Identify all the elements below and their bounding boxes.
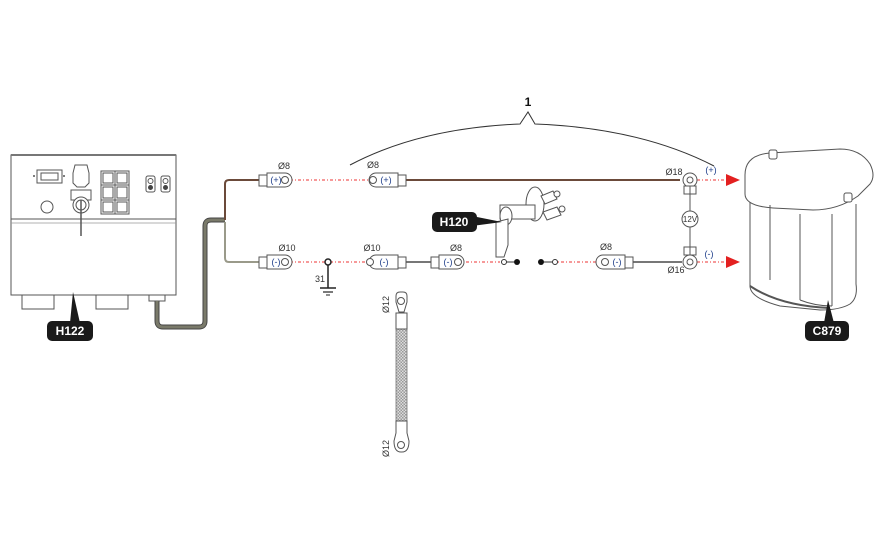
svg-text:Ø18: Ø18 xyxy=(665,167,682,177)
terminal-neg-2: (-) Ø10 xyxy=(363,243,407,270)
disconnect-switch xyxy=(495,186,566,258)
tag-h122: H122 xyxy=(47,292,93,341)
tag-c879: C879 xyxy=(805,300,849,341)
group-bracket xyxy=(349,111,715,167)
svg-text:(+): (+) xyxy=(380,175,391,185)
svg-text:Ø10: Ø10 xyxy=(363,243,380,253)
connector-icon xyxy=(70,164,92,201)
svg-text:Ø10: Ø10 xyxy=(278,243,295,253)
terminal-pos-2: (+) Ø8 xyxy=(367,160,407,188)
svg-text:Ø8: Ø8 xyxy=(450,243,462,253)
fuse-grid-icon xyxy=(100,170,130,215)
terminal-neg-1: (-) Ø10 xyxy=(258,243,296,270)
svg-text:Ø8: Ø8 xyxy=(278,161,290,171)
key-switch-icon xyxy=(72,196,90,236)
voltage-indicator xyxy=(681,210,699,228)
svg-text:12V: 12V xyxy=(683,215,698,224)
arrow-negative-icon xyxy=(726,256,740,268)
ground-symbol: 31 xyxy=(315,258,336,296)
button-icon xyxy=(40,200,54,214)
svg-text:(-): (-) xyxy=(613,257,622,267)
battery-clamp-negative: Ø16 (-) xyxy=(667,246,714,275)
svg-text:Ø8: Ø8 xyxy=(600,242,612,252)
svg-text:H122: H122 xyxy=(56,324,85,338)
svg-text:(-): (-) xyxy=(705,249,714,259)
svg-text:H120: H120 xyxy=(440,215,469,229)
arrow-positive-icon xyxy=(726,174,740,186)
tag-h120: H120 xyxy=(432,212,502,232)
switch-contacts xyxy=(501,259,558,265)
harness-cable xyxy=(155,218,225,329)
negative-wire xyxy=(224,222,259,263)
ground-strap: Ø12 Ø12 xyxy=(381,291,410,457)
svg-text:Ø12: Ø12 xyxy=(381,440,391,457)
svg-text:(-): (-) xyxy=(380,257,389,267)
svg-text:(+): (+) xyxy=(270,175,281,185)
key-icon xyxy=(495,218,509,258)
indicator-lights-icon xyxy=(145,175,171,193)
battery-clamp-positive: Ø18 (+) xyxy=(665,165,717,195)
terminal-neg-3: (-) Ø8 xyxy=(430,243,465,270)
display-icon xyxy=(33,169,65,184)
battery-terminal-positive xyxy=(768,149,778,160)
svg-text:(+): (+) xyxy=(705,165,716,175)
battery-terminal-negative xyxy=(843,192,853,203)
svg-text:(-): (-) xyxy=(272,257,281,267)
svg-text:31: 31 xyxy=(315,274,325,284)
svg-text:Ø16: Ø16 xyxy=(667,265,684,275)
group-label: 1 xyxy=(525,95,532,109)
terminal-pos-1: (+) Ø8 xyxy=(258,161,293,188)
svg-text:Ø8: Ø8 xyxy=(367,160,379,170)
terminal-neg-4: (-) Ø8 xyxy=(595,242,634,270)
svg-text:(-): (-) xyxy=(444,257,453,267)
positive-wire xyxy=(224,179,259,220)
battery xyxy=(744,148,874,311)
svg-text:C879: C879 xyxy=(813,324,842,338)
svg-text:Ø12: Ø12 xyxy=(381,296,391,313)
control-box xyxy=(10,154,177,310)
